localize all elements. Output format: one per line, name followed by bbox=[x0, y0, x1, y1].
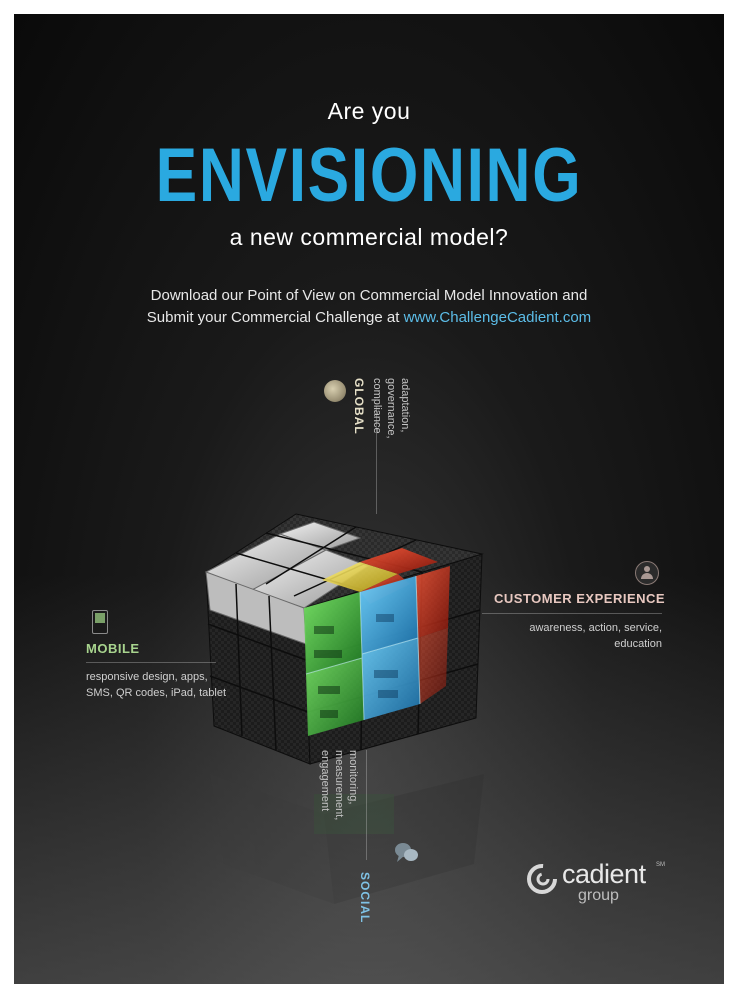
social-title: SOCIAL bbox=[358, 872, 372, 924]
cta-line-2: Submit your Commercial Challenge at www.… bbox=[14, 309, 724, 326]
cta-line-2-prefix: Submit your Commercial Challenge at bbox=[146, 309, 404, 326]
ad-poster: Are you ENVISIONING a new commercial mod… bbox=[14, 14, 724, 984]
customer-experience-title: CUSTOMER EXPERIENCE bbox=[494, 591, 666, 606]
global-title: GLOBAL bbox=[352, 378, 366, 435]
global-leader-line bbox=[376, 406, 377, 514]
social-description: monitoring, measurement, engagement bbox=[319, 750, 359, 821]
cube-graphic bbox=[204, 513, 484, 904]
phone-icon bbox=[92, 610, 108, 634]
challenge-cadient-link[interactable]: www.ChallengeCadient.com bbox=[403, 309, 592, 326]
customer-experience-leader-line bbox=[482, 613, 662, 614]
cube-reflection bbox=[210, 774, 484, 904]
cube-glass-core bbox=[304, 548, 450, 736]
social-leader-line bbox=[366, 750, 367, 860]
chat-bubbles-icon bbox=[395, 843, 418, 862]
person-icon bbox=[635, 561, 659, 585]
headline-main-word: ENVISIONING bbox=[155, 133, 583, 218]
cta-line-1: Download our Point of View on Commercial… bbox=[150, 287, 588, 304]
mobile-leader-line bbox=[86, 662, 216, 663]
globe-icon bbox=[324, 380, 346, 402]
global-description: adaptation, governance, compliance bbox=[371, 378, 411, 439]
headline-bottom-line: a new commercial model? bbox=[229, 224, 509, 250]
headline-top-line: Are you bbox=[327, 98, 411, 124]
logo-service-mark: SM bbox=[656, 862, 665, 868]
logo-name: cadient bbox=[562, 859, 646, 889]
mobile-title: MOBILE bbox=[86, 641, 140, 656]
cadient-logo: cadient group SM bbox=[526, 859, 666, 909]
customer-experience-description: awareness, action, service, education bbox=[529, 622, 662, 650]
cube-left-grid bbox=[207, 583, 309, 751]
cube-illustration: GLOBAL adaptation, governance, complianc… bbox=[14, 14, 724, 984]
mobile-description: responsive design, apps, SMS, QR codes, … bbox=[86, 671, 227, 699]
logo-subtitle: group bbox=[578, 887, 619, 904]
cadient-swirl-icon bbox=[527, 864, 557, 894]
